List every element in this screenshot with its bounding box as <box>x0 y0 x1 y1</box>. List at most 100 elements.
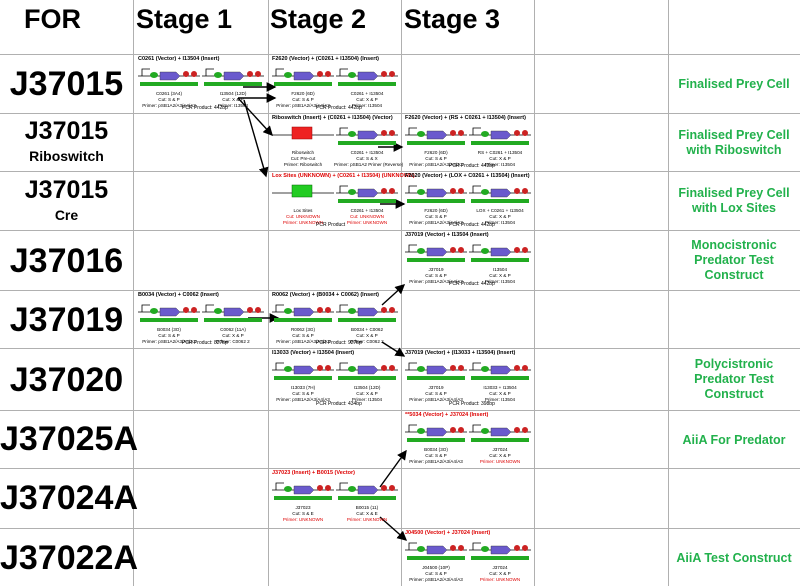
part-detail-line: Cut: S & X <box>356 156 378 162</box>
gene-arrow <box>426 365 448 375</box>
pcr-product-label: PCR Product: 442bp <box>449 222 495 228</box>
terminator-shape <box>450 247 456 253</box>
rbs-shape <box>348 72 356 78</box>
part-detail-line: J37024 <box>492 565 508 570</box>
gene-arrow <box>490 188 512 198</box>
terminator-shape <box>317 365 323 371</box>
terminator-shape <box>191 307 197 313</box>
construct-diagram <box>336 68 398 86</box>
row-label: J37019 <box>9 301 124 339</box>
part-detail-line: Primer: pSB1A2/A3/A4/A3 <box>409 577 463 583</box>
construct-title: R0062 (Vector) + (B0034 + C0062) (Insert… <box>272 292 379 298</box>
construct-diagram <box>272 126 334 140</box>
terminator-shape <box>522 545 528 551</box>
construct-diagram <box>272 304 334 322</box>
terminator-shape <box>191 71 197 77</box>
part-detail-line: Primer: I13504 <box>484 162 516 168</box>
part-detail-line: Primer: pSB1A2/A3/A4/A3 <box>276 103 330 109</box>
row-label: J37015 <box>9 65 124 103</box>
part-detail-line: RS + C0261 + I13504 <box>477 150 523 155</box>
terminator-shape <box>458 545 464 551</box>
pcr-product-label: PCR Product <box>316 222 346 228</box>
part-label-bar <box>471 556 529 560</box>
terminator-shape <box>317 71 323 77</box>
promoter-arrow <box>275 482 284 490</box>
part-detail-line: Cut: S & P <box>425 453 447 459</box>
rbs-shape <box>417 189 425 195</box>
gene-arrow <box>490 247 512 257</box>
result-label: AiiA For Predator <box>682 433 786 447</box>
rbs-shape <box>284 486 292 492</box>
part-label-bar <box>407 438 465 442</box>
gene-arrow <box>490 365 512 375</box>
result-label: Polycistronic Predator Test Construct <box>694 357 774 401</box>
pcr-product-label: PCR Product: 434bp <box>316 401 362 407</box>
part-detail-line: I13504 (12D) <box>219 91 247 96</box>
lox-site-box <box>291 184 313 198</box>
promoter-arrow <box>408 362 417 370</box>
part-detail-line: Lox Sites <box>293 208 313 213</box>
part-detail-line: B0015 (11) <box>355 505 379 510</box>
rbs-shape <box>214 308 222 314</box>
gene-arrow <box>357 485 379 495</box>
part-label-bar <box>274 496 332 500</box>
terminator-shape <box>389 130 395 136</box>
gene-arrow <box>426 130 448 140</box>
construct-title: Lox Sites (UNKNOWN) + (C0261 + I13504) (… <box>272 173 415 179</box>
gene-arrow <box>426 188 448 198</box>
construct-title: F2620 (Vector) + (LOX + C0261 + I13504) … <box>405 173 530 179</box>
part-detail-line: Cut: S & P <box>158 97 180 103</box>
construct-title: Riboswitch (Insert) + (C0261 + I13504) (… <box>272 115 393 121</box>
construct-diagram <box>336 185 398 203</box>
promoter-arrow <box>472 362 481 370</box>
header-stage-3: Stage 3 <box>404 4 501 34</box>
part-detail-line: Cut: UNKNOWN <box>286 214 320 220</box>
part-detail-line: Primer: I13504 <box>217 103 249 109</box>
promoter-arrow <box>339 127 348 135</box>
part-detail-line: Primer: pSB1A2/A3/A4/A3 <box>276 339 330 345</box>
part-detail-line: Cut: X & P <box>489 156 511 162</box>
terminator-shape <box>450 130 456 136</box>
terminator-shape <box>458 188 464 194</box>
construct-diagram <box>272 184 334 198</box>
part-detail-line: Primer: I13504 <box>351 397 383 403</box>
terminator-shape <box>450 188 456 194</box>
terminator-shape <box>514 427 520 433</box>
part-detail-line: F2620 (6D) <box>424 150 448 155</box>
promoter-arrow <box>275 304 284 312</box>
terminator-shape <box>183 71 189 77</box>
part-detail-line: Cut: X & P <box>356 97 378 103</box>
part-label-bar <box>274 318 332 322</box>
terminator-shape <box>381 71 387 77</box>
pcr-product-label: PCR Product: 442bp <box>449 281 495 287</box>
part-label-bar <box>407 376 465 380</box>
part-detail-line: LOX + C0261 + I13504 <box>476 208 524 213</box>
rbs-shape <box>481 248 489 254</box>
construct-diagram <box>469 362 531 380</box>
part-label-bar <box>471 199 529 203</box>
part-detail-line: Primer: UNKNOWN <box>346 220 388 226</box>
construct-diagram <box>405 127 467 145</box>
part-detail-line: Primer: UNKNOWN <box>479 459 521 465</box>
construct-block: Riboswitch (Insert) + (C0261 + I13504) (… <box>270 115 403 170</box>
part-detail-line: Primer: I13504 <box>484 220 516 226</box>
gene-arrow <box>357 365 379 375</box>
part-label-bar <box>140 318 198 322</box>
construct-title: F2620 (Vector) + (C0261 + I13504) (Inser… <box>272 56 379 62</box>
promoter-arrow <box>141 304 150 312</box>
part-detail-line: F2620 (6D) <box>291 91 315 96</box>
part-detail-line: Cut: X & P <box>356 333 378 339</box>
terminator-shape <box>381 307 387 313</box>
promoter-arrow <box>205 304 214 312</box>
gene-arrow <box>293 485 315 495</box>
terminator-shape <box>514 365 520 371</box>
part-detail-line: Primer: Riboswitch <box>283 162 323 168</box>
part-label-bar <box>471 438 529 442</box>
part-label-bar <box>471 258 529 262</box>
construct-diagram <box>405 542 467 560</box>
promoter-arrow <box>472 244 481 252</box>
terminator-shape <box>317 485 323 491</box>
promoter-arrow <box>472 127 481 135</box>
rbs-shape <box>284 366 292 372</box>
promoter-arrow <box>408 244 417 252</box>
